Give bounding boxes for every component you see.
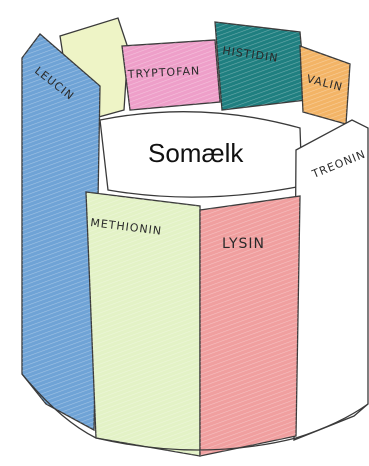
label-lysin: LYSIN bbox=[222, 236, 265, 252]
barrel-title: Somælk bbox=[148, 138, 244, 168]
